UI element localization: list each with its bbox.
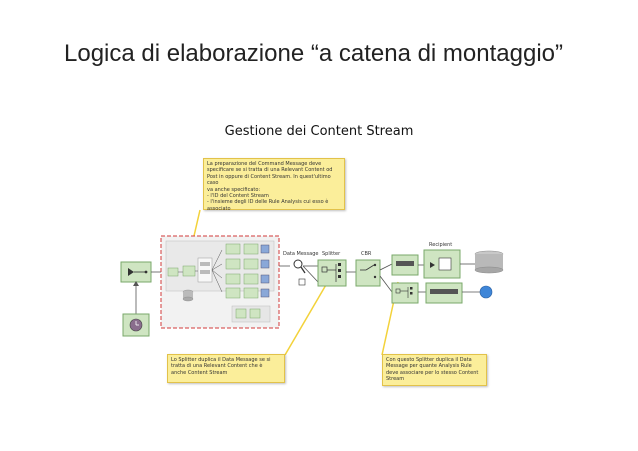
channel-upper <box>396 261 414 266</box>
label-data-message: Data Message <box>283 251 319 257</box>
database-icon <box>475 254 503 270</box>
label-cbr: CBR <box>361 251 372 257</box>
channel-lower <box>430 289 458 294</box>
splitter-block <box>317 259 347 287</box>
cbr-block <box>355 259 381 287</box>
globe-icon <box>479 285 493 299</box>
slide-title: Logica di elaborazione “a catena di mont… <box>64 40 563 67</box>
connector-left-note <box>284 277 331 356</box>
note-command-message: La preparazione del Command Message deve… <box>203 158 345 212</box>
play-icon <box>128 268 134 276</box>
parallel-rows <box>225 243 270 299</box>
label-recipient: Recipient <box>429 242 453 248</box>
diagram-subtitle: Gestione dei Content Stream <box>224 124 414 139</box>
note-splitter-duplication: Lo Splitter duplica il Data Message se s… <box>167 354 285 383</box>
magnifier-icon <box>293 259 303 269</box>
label-splitter: Splitter <box>322 251 341 257</box>
note-analysis-rule-splitter: Con questo Splitter duplica il Data Mess… <box>382 354 487 386</box>
envelope-icon <box>298 278 306 286</box>
